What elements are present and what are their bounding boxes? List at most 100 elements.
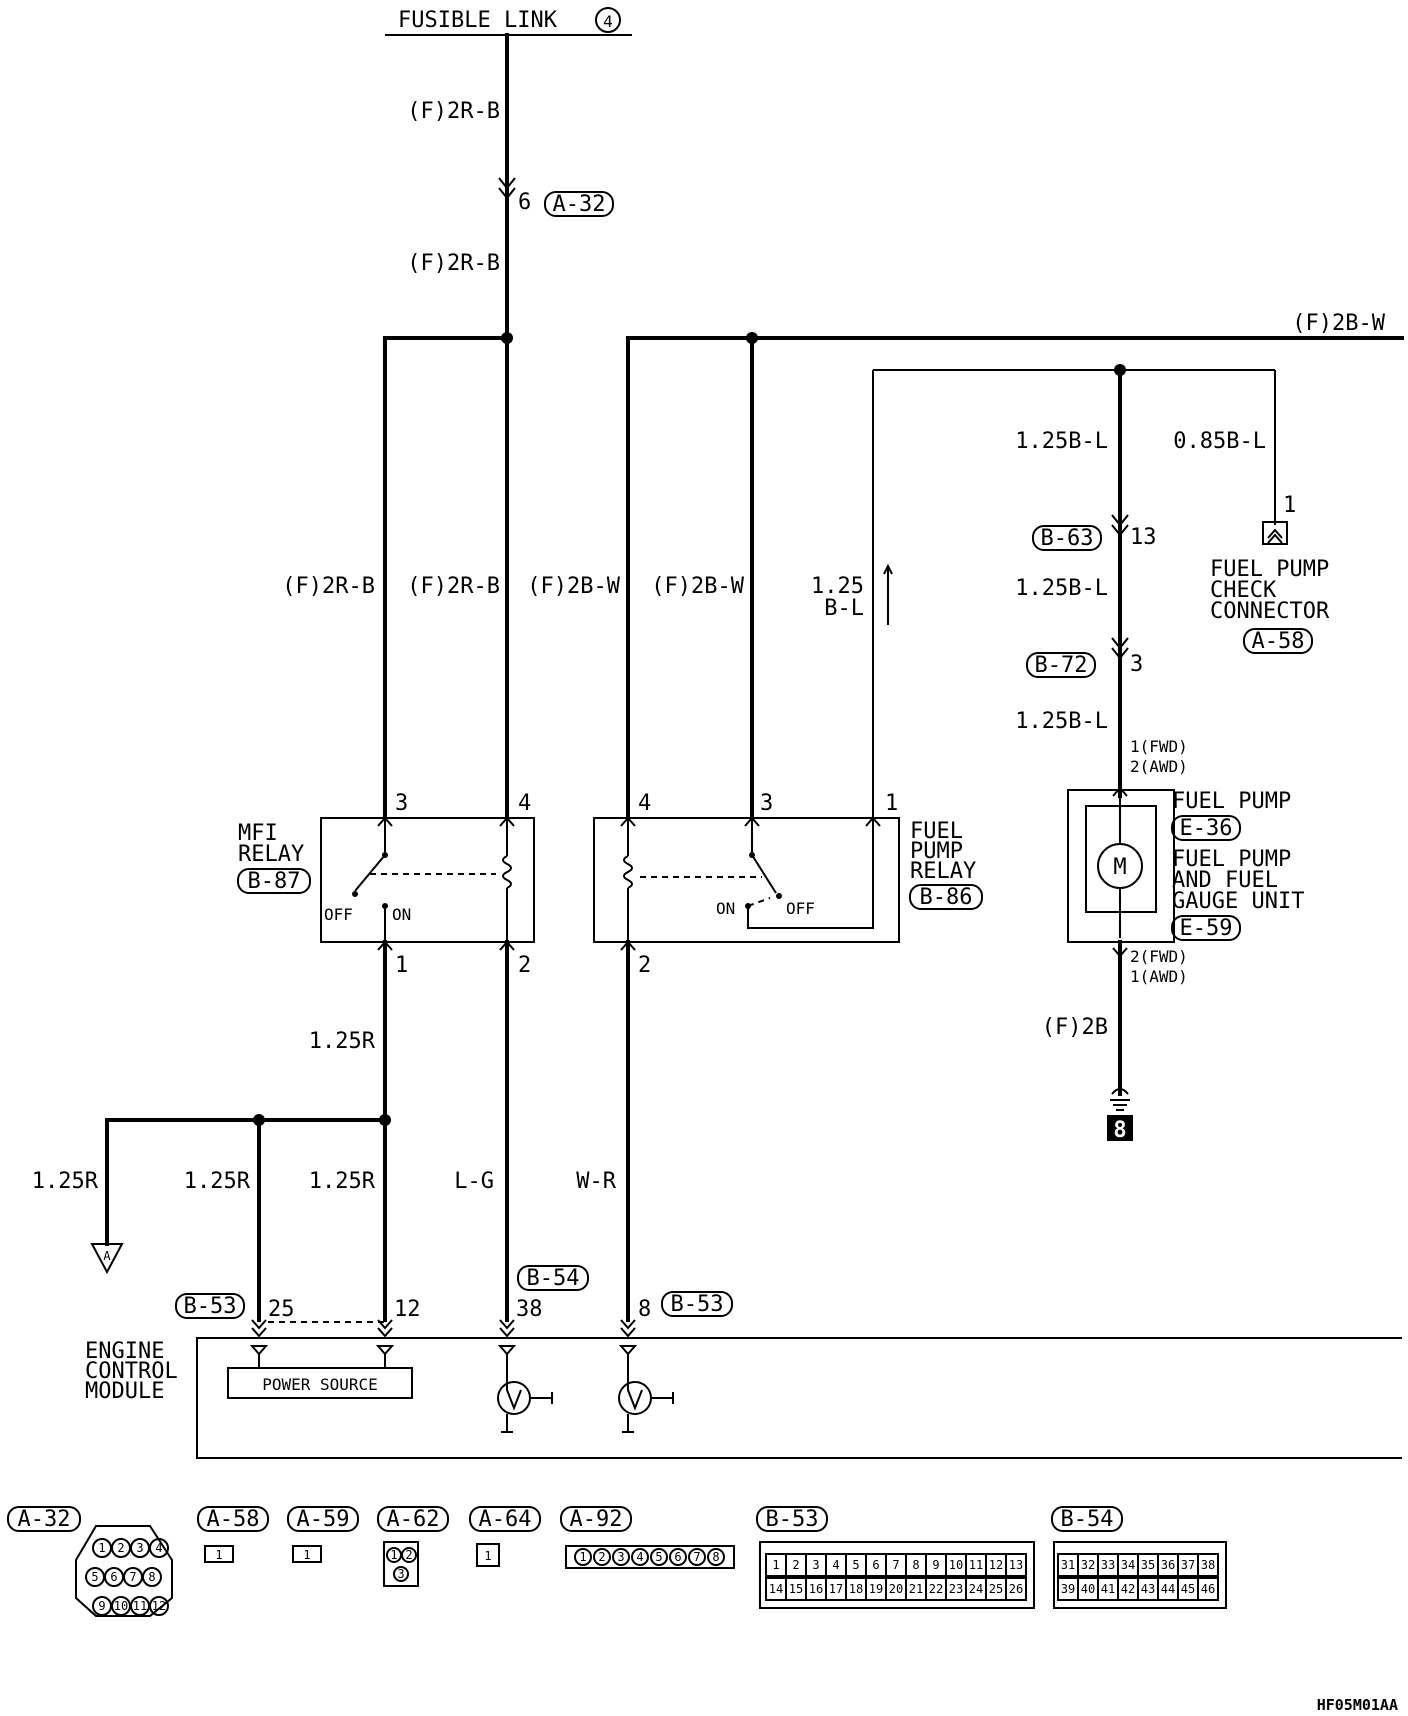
b87-code: B-87: [248, 869, 301, 894]
legend-a92-shell: [565, 1545, 735, 1569]
legend-b53-code: B-53: [766, 1507, 819, 1532]
a32-pin-5: 5: [91, 1570, 98, 1584]
check-connector-pin: 1: [1283, 493, 1296, 518]
b72-pin: 3: [1130, 652, 1143, 677]
fpr-switch-on-dash: [747, 897, 771, 907]
fp-pin-top-2: 2(AWD): [1130, 757, 1188, 776]
a32-code-frame: [544, 191, 614, 217]
ecm-pin25-symbol: [251, 1319, 267, 1338]
b54-pin-45: 45: [1181, 1582, 1195, 1596]
mfi-pin2: 2: [518, 953, 531, 978]
b54-pin-42: 42: [1121, 1582, 1135, 1596]
b54-pin-44: 44: [1161, 1582, 1175, 1596]
a32-pin-7: 7: [129, 1570, 136, 1584]
legend-a64-pin: 1: [484, 1549, 491, 1563]
b54-pin-35: 35: [1141, 1558, 1155, 1572]
b53-pin-1: 1: [772, 1558, 779, 1572]
wire-label-bus: (F)2B-W: [1292, 311, 1385, 336]
b53-pin-3: 3: [812, 1558, 819, 1572]
a92-pin-8: 8: [712, 1550, 719, 1564]
a32-pin-12-cell: [149, 1596, 169, 1616]
e36-code-frame: [1171, 815, 1241, 841]
legend-a32-code: A-32: [18, 1507, 71, 1532]
a32-connector-symbol: [498, 177, 516, 200]
ground-connector-symbol: [1111, 1088, 1129, 1095]
ecm-pin25: 25: [268, 1297, 295, 1322]
fuel-pump-motor: [1097, 843, 1143, 889]
diagram-code: HF05M01AA: [1317, 1696, 1398, 1714]
b87-code-frame: [237, 868, 311, 894]
fpr-driver-collector: [627, 1378, 643, 1411]
ecm-pin38: 38: [516, 1297, 543, 1322]
fpr-label-3: RELAY: [910, 859, 976, 884]
fp-unit-label-3: GAUGE UNIT: [1172, 889, 1304, 914]
legend-a64-frame: [469, 1506, 541, 1532]
fpr-label-2: PUMP: [910, 839, 963, 864]
a32-pin-4: 4: [155, 1541, 162, 1555]
ecm-in-25-symbol: [249, 1345, 269, 1356]
mfi-relay-box: [320, 817, 535, 943]
b53-pin-5: 5: [852, 1558, 859, 1572]
a92-pin-4-cell: [631, 1548, 649, 1566]
mfi-on-label: ON: [392, 905, 411, 924]
b53-pin-26: 26: [1009, 1582, 1023, 1596]
legend-a64-shell: [476, 1543, 500, 1567]
legend-b54-code: B-54: [1061, 1507, 1114, 1532]
a92-pin-2-cell: [593, 1548, 611, 1566]
fpr-switch-blade: [751, 854, 777, 894]
b53-pin-20: 20: [889, 1582, 903, 1596]
b54-pin-38-cell: [1197, 1553, 1219, 1577]
check-connector-label-3: CONNECTOR: [1210, 599, 1330, 624]
a32-pin-3: 3: [136, 1541, 143, 1555]
a92-pin-3-cell: [612, 1548, 630, 1566]
wire-label-main-2: (F)2R-B: [407, 251, 500, 276]
a32-pin-4-cell: [149, 1538, 169, 1558]
b53-pin-9: 9: [932, 1558, 939, 1572]
legend-a32-shell: [75, 1525, 173, 1617]
wire-label-check: 0.85B-L: [1173, 429, 1266, 454]
fpr-off-label: OFF: [786, 899, 815, 918]
a62-pin-2-cell: [401, 1547, 417, 1563]
a58-code: A-58: [1252, 629, 1305, 654]
legend-a58-frame: [197, 1506, 269, 1532]
mfi-pin3: 3: [395, 791, 408, 816]
mfi-off-label: OFF: [324, 905, 353, 924]
mfi-driver-collector: [506, 1378, 522, 1411]
b86-code-frame: [909, 884, 983, 910]
legend-a62-code: A-62: [387, 1507, 440, 1532]
b53-pin-26-cell: [1005, 1577, 1027, 1601]
b63-pin: 13: [1130, 525, 1157, 550]
mfi-pin4: 4: [518, 791, 531, 816]
b54-code-frame: [517, 1265, 589, 1291]
ecm-pin8-symbol: [620, 1319, 636, 1338]
ecm-pin38-symbol: [499, 1319, 515, 1338]
b54-pin-38: 38: [1201, 1558, 1215, 1572]
wire-label-mfi2-down: L-G: [454, 1169, 494, 1194]
b72-code-frame: [1026, 652, 1096, 678]
b53-pin-11: 11: [969, 1558, 983, 1572]
b53-pin-8: 8: [912, 1558, 919, 1572]
ecm-box: [196, 1337, 1402, 1459]
legend-b54-shell: [1053, 1541, 1227, 1609]
mfi-relay-label-2: RELAY: [238, 842, 304, 867]
a92-pin-3: 3: [617, 1550, 624, 1564]
b54-pin-31: 31: [1061, 1558, 1075, 1572]
wire-label-fp-mid: 1.25B-L: [1015, 576, 1108, 601]
b53-pin-14: 14: [769, 1582, 783, 1596]
mfi-relay-label-1: MFI: [238, 821, 278, 846]
b53-left-code-frame: [175, 1293, 245, 1319]
fp-bottom-pin-symbol: [1112, 947, 1128, 958]
a32-pin-12: 12: [152, 1599, 166, 1613]
b54-pin-32: 32: [1081, 1558, 1095, 1572]
b53-pin-2: 2: [792, 1558, 799, 1572]
b53-pin-24: 24: [969, 1582, 983, 1596]
a32-pin-8: 8: [148, 1570, 155, 1584]
mfi-switch-off-contact: [352, 891, 358, 897]
b53-pin-12: 12: [989, 1558, 1003, 1572]
title-number-circle: [595, 7, 621, 33]
ecm-label-1: ENGINE: [85, 1339, 164, 1364]
fpr-switch-off-contact: [776, 893, 782, 899]
a32-pin-2: 2: [117, 1541, 124, 1555]
